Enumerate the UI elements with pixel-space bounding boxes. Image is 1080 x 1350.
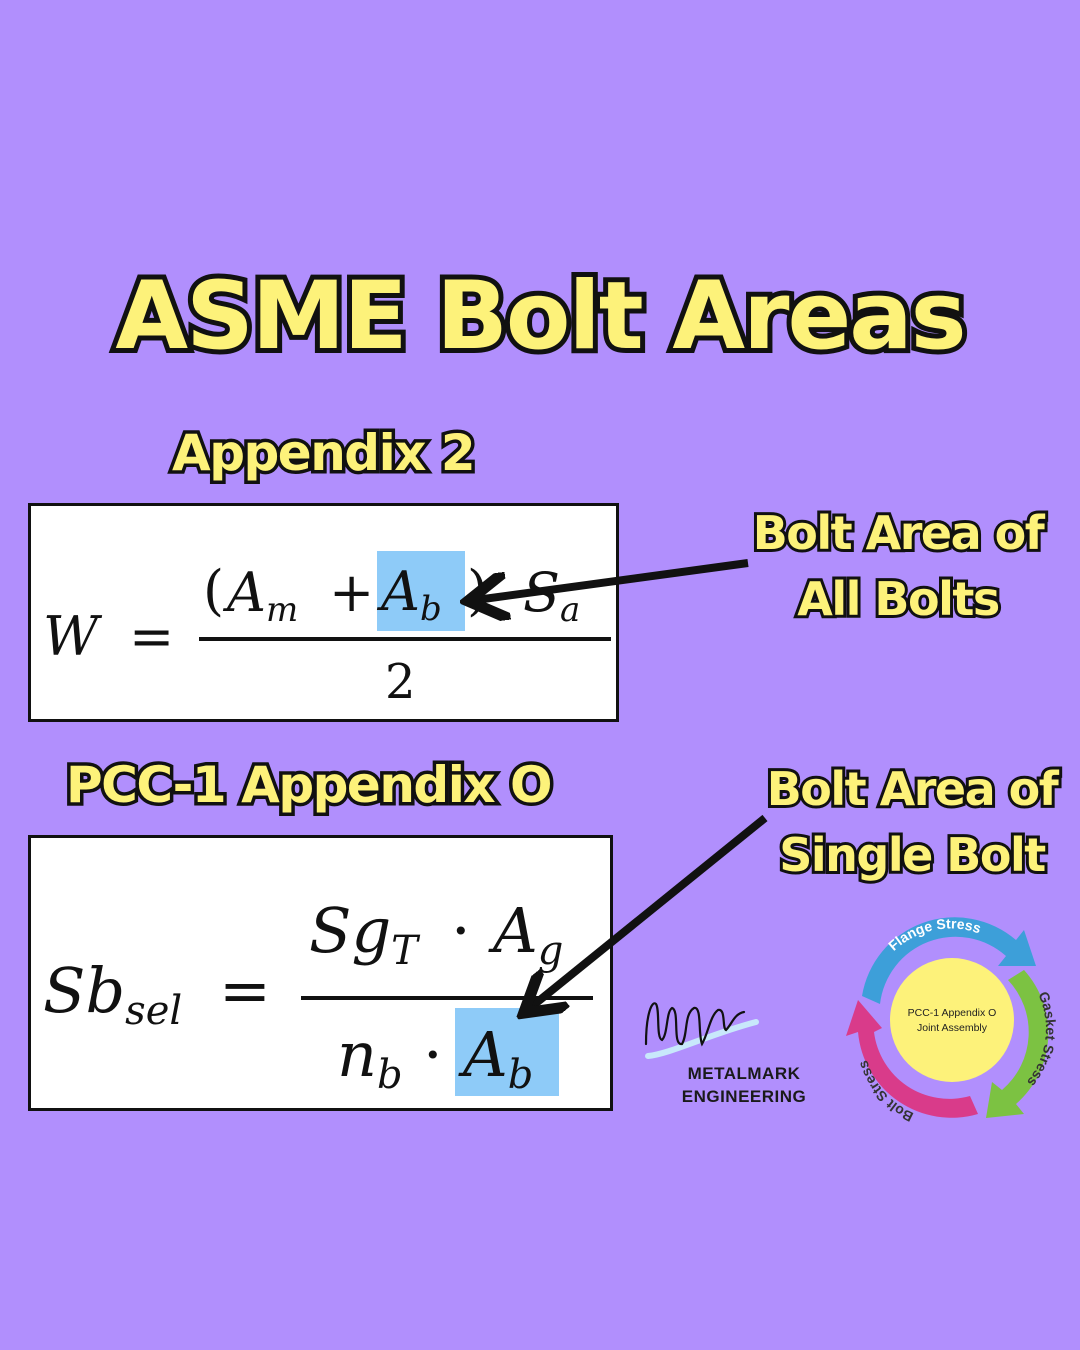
equals-sign: = <box>129 605 175 668</box>
appendix-2-heading: Appendix 2 <box>168 421 479 486</box>
numerator-open-paren: ( <box>203 559 225 622</box>
callout-all-bolts: Bolt Area of All Bolts <box>750 503 1048 629</box>
dot-operator: · <box>451 894 471 967</box>
equation-lhs-w: W <box>43 605 99 668</box>
fraction-line <box>199 637 611 641</box>
gasket-stress-arc <box>986 970 1049 1118</box>
appendix-o-equation-box: Sbsel = SgT · Ag nb · Ab <box>28 835 613 1111</box>
var-a-m: Am <box>227 561 299 630</box>
cycle-center-line1: PCC-1 Appendix O <box>908 1007 997 1019</box>
bolt-stress-arc <box>846 1000 978 1118</box>
cycle-center-line2: Joint Assembly <box>917 1022 988 1034</box>
callout-single-bolt: Bolt Area of Single Bolt <box>764 759 1062 885</box>
flange-stress-arc <box>862 917 1036 1004</box>
stress-cycle-diagram: PCC-1 Appendix O Joint Assembly Flange S… <box>846 915 1059 1125</box>
equals-sign-2: = <box>219 954 271 1027</box>
arrow-to-ab-1 <box>476 559 749 600</box>
denominator-2: 2 <box>385 654 416 710</box>
dot-operator-2: · <box>423 1018 443 1091</box>
fraction-line-2 <box>301 996 593 1000</box>
joint-assembly-center <box>890 958 1014 1082</box>
page-title: ASME Bolt Areas <box>110 257 971 376</box>
arrow-to-ab-2 <box>530 814 768 1008</box>
metalmark-logo-icon <box>644 1002 759 1059</box>
var-sg-t: SgT <box>309 894 418 974</box>
var-n-b: nb <box>337 1018 403 1098</box>
var-a-b-highlighted-2: Ab <box>455 1008 559 1096</box>
plus-sign: + <box>329 561 375 624</box>
var-a-b-highlighted: Ab <box>377 551 465 631</box>
appendix-o-heading: PCC-1 Appendix O <box>62 753 556 818</box>
var-a-g: Ag <box>493 894 564 974</box>
metalmark-logo-text: METALMARK ENGINEERING <box>681 1064 807 1106</box>
equation-lhs-sb-sel: Sbsel <box>43 954 183 1034</box>
